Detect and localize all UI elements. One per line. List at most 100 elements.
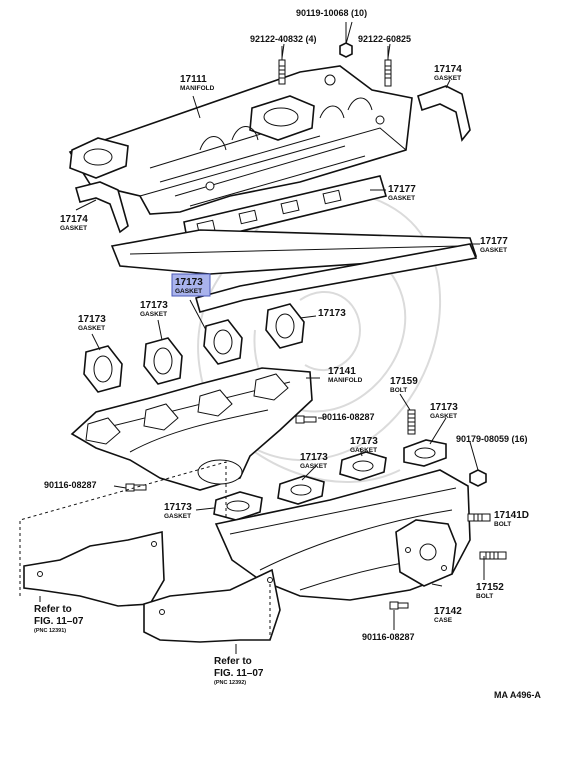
svg-text:BOLT: BOLT — [494, 521, 511, 528]
svg-text:MANIFOLD: MANIFOLD — [328, 377, 363, 384]
svg-text:MANIFOLD: MANIFOLD — [180, 85, 215, 92]
stud-92122-40832 — [278, 46, 286, 85]
bolt-90116-08287-a — [295, 415, 317, 424]
label-17173-gasket-c[interactable]: 17173 — [318, 308, 346, 319]
label-17173-gasket-f[interactable]: 17173 GASKET — [300, 452, 328, 470]
bolt-17159 — [407, 409, 416, 435]
ref-left-fig-11-07[interactable]: Refer to FIG. 11–07 (PNC 12391) — [34, 604, 84, 634]
label-17173-gasket-e[interactable]: 17173 GASKET — [350, 436, 378, 454]
svg-text:Refer to: Refer to — [34, 604, 72, 615]
svg-text:GASKET: GASKET — [388, 195, 415, 202]
label-90179-08059[interactable]: 90179-08059 (16) — [456, 434, 528, 444]
label-90116-08287-b[interactable]: 90116-08287 — [44, 480, 97, 490]
label-90119-10068[interactable]: 90119-10068 (10) — [296, 8, 367, 18]
svg-text:17177: 17177 — [480, 236, 508, 247]
svg-text:17141D: 17141D — [494, 510, 529, 521]
svg-text:17173: 17173 — [430, 402, 458, 413]
svg-text:FIG. 11–07: FIG. 11–07 — [34, 616, 84, 627]
gasket-17173-right — [403, 439, 447, 467]
svg-text:BOLT: BOLT — [476, 593, 493, 600]
svg-text:17177: 17177 — [388, 184, 416, 195]
svg-text:17173: 17173 — [164, 502, 192, 513]
label-17173-gasket-b[interactable]: 17173 GASKET — [140, 300, 168, 318]
label-17174-gasket-right[interactable]: 17174 GASKET — [434, 64, 462, 82]
gasket-17173-lower-2 — [277, 475, 325, 505]
label-17141d-bolt[interactable]: 17141D BOLT — [494, 510, 529, 528]
svg-text:MA A496-A: MA A496-A — [494, 690, 541, 700]
svg-text:90119-10068 (10): 90119-10068 (10) — [296, 8, 367, 18]
svg-text:17173: 17173 — [175, 277, 203, 288]
svg-text:17173: 17173 — [318, 308, 346, 319]
gasket-17177-long — [110, 229, 478, 275]
port-gasket-b — [143, 337, 183, 385]
port-gasket-a — [83, 345, 123, 393]
bolt-90116-08287-b — [125, 483, 147, 492]
svg-text:GASKET: GASKET — [434, 75, 461, 82]
label-90116-08287-c[interactable]: 90116-08287 — [362, 632, 415, 642]
label-17173-gasket-a[interactable]: 17173 GASKET — [78, 314, 106, 332]
bracket-gasket-17174-left — [75, 181, 129, 234]
label-17173-gasket-g[interactable]: 17173 GASKET — [164, 502, 192, 520]
svg-text:92122-60825: 92122-60825 — [358, 34, 411, 44]
svg-text:17111: 17111 — [180, 74, 207, 85]
svg-text:90116-08287: 90116-08287 — [362, 632, 415, 642]
svg-text:(PNC 12391): (PNC 12391) — [34, 628, 66, 634]
leader-lines — [39, 21, 485, 654]
ref-dash-left — [19, 461, 227, 596]
label-92122-40832[interactable]: 92122-40832 (4) — [250, 34, 317, 44]
svg-text:17174: 17174 — [434, 64, 462, 75]
svg-text:17141: 17141 — [328, 366, 356, 377]
label-92122-60825[interactable]: 92122-60825 — [358, 34, 411, 44]
svg-text:GASKET: GASKET — [164, 513, 191, 520]
svg-text:GASKET: GASKET — [78, 325, 105, 332]
port-gasket-d — [265, 303, 305, 349]
bolt-17141d — [467, 513, 491, 522]
svg-text:BOLT: BOLT — [390, 387, 407, 394]
svg-text:17152: 17152 — [476, 582, 504, 593]
label-17142-case[interactable]: 17142 CASE — [434, 606, 462, 624]
svg-text:GASKET: GASKET — [140, 311, 167, 318]
svg-text:90116-08287: 90116-08287 — [44, 480, 97, 490]
svg-text:CASE: CASE — [434, 617, 453, 624]
svg-text:90179-08059 (16): 90179-08059 (16) — [456, 434, 528, 444]
label-17111-manifold[interactable]: 17111 MANIFOLD — [180, 74, 215, 92]
label-17174-gasket-left[interactable]: 17174 GASKET — [60, 214, 88, 232]
svg-text:GASKET: GASKET — [60, 225, 87, 232]
label-17152-bolt[interactable]: 17152 BOLT — [476, 582, 504, 600]
label-17159-bolt[interactable]: 17159 BOLT — [390, 376, 418, 394]
highlight-box — [171, 273, 211, 297]
svg-text:17159: 17159 — [390, 376, 418, 387]
case-17142 — [395, 519, 457, 587]
svg-text:GASKET: GASKET — [430, 413, 457, 420]
svg-text:FIG. 11–07: FIG. 11–07 — [214, 668, 264, 679]
svg-text:17142: 17142 — [434, 606, 462, 617]
label-17177-gasket-upper[interactable]: 17177 GASKET — [388, 184, 416, 202]
label-17173-gasket-highlighted[interactable]: 17173 GASKET — [171, 273, 211, 297]
svg-text:GASKET: GASKET — [175, 288, 202, 295]
label-17141-manifold[interactable]: 17141 MANIFOLD — [328, 366, 363, 384]
bolt-90116-08287-c — [389, 601, 409, 610]
svg-text:GASKET: GASKET — [350, 447, 377, 454]
label-17177-gasket-long[interactable]: 17177 GASKET — [480, 236, 508, 254]
bolt-90179-08059 — [469, 469, 487, 487]
heat-shield-left — [23, 530, 165, 607]
svg-text:Refer to: Refer to — [214, 656, 252, 667]
svg-text:GASKET: GASKET — [300, 463, 327, 470]
svg-text:GASKET: GASKET — [480, 247, 507, 254]
bracket-gasket-17174-right — [417, 85, 471, 142]
svg-text:92122-40832 (4): 92122-40832 (4) — [250, 34, 317, 44]
svg-text:17173: 17173 — [78, 314, 106, 325]
stud-92122-60825 — [384, 46, 392, 87]
svg-text:17173: 17173 — [350, 436, 378, 447]
label-17173-gasket-d[interactable]: 17173 GASKET — [430, 402, 458, 420]
ref-bottom-fig-11-07[interactable]: Refer to FIG. 11–07 (PNC 12392) — [214, 656, 264, 686]
port-gasket-c — [203, 319, 243, 365]
diagram-code: MA A496-A — [494, 690, 541, 700]
svg-text:90116-08287: 90116-08287 — [322, 412, 375, 422]
intake-manifold-17111 — [68, 65, 413, 215]
gasket-17173-lower-3 — [213, 491, 263, 521]
bolt-17152 — [479, 551, 507, 560]
label-90116-08287-a[interactable]: 90116-08287 — [322, 412, 375, 422]
svg-text:17173: 17173 — [140, 300, 168, 311]
